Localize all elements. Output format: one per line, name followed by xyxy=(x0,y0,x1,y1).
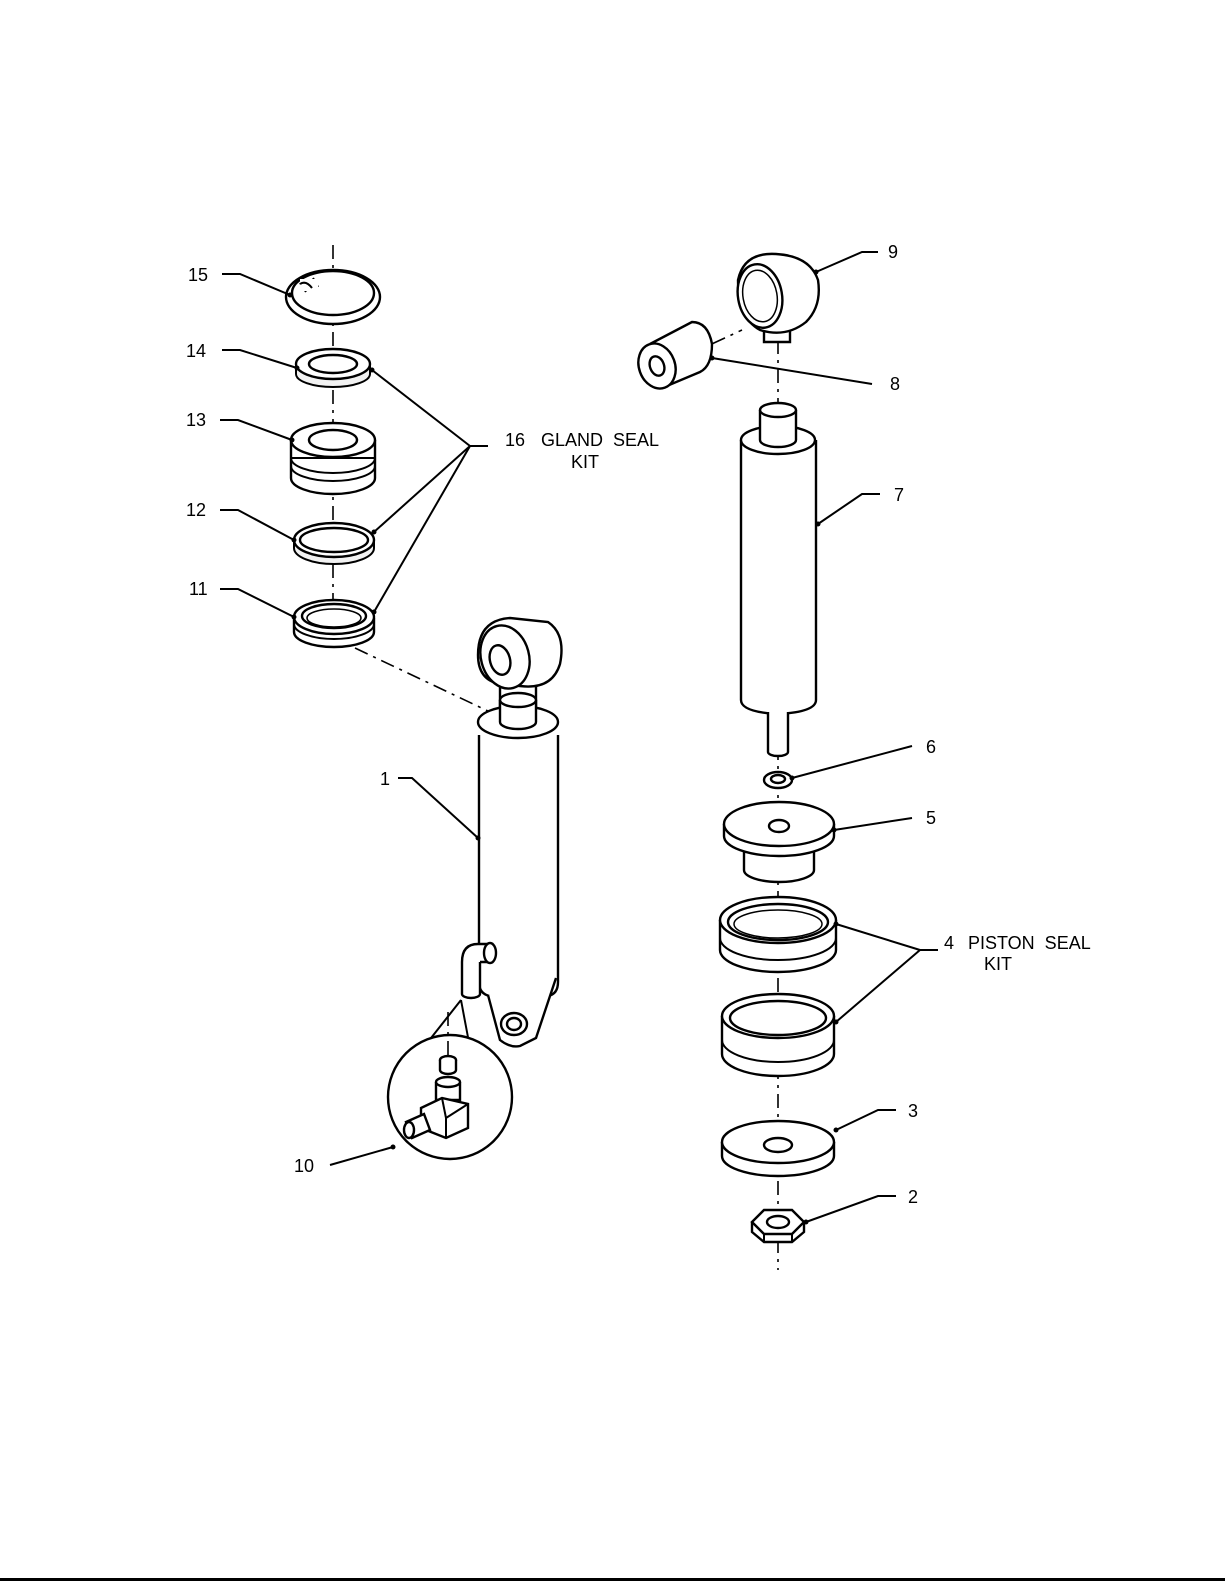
leader-lines xyxy=(220,252,938,1225)
callout-5: 5 xyxy=(926,808,936,828)
part-8-bushing xyxy=(632,322,742,394)
callout-1: 1 xyxy=(380,769,390,789)
part-6-small-seal xyxy=(764,772,792,788)
part-14-wiper-seal xyxy=(296,349,370,387)
callout-14: 14 xyxy=(186,341,206,361)
part-7-piston-rod xyxy=(741,403,816,756)
callout-11: 11 xyxy=(189,579,208,599)
callout-10: 10 xyxy=(294,1156,314,1176)
callout-3: 3 xyxy=(908,1101,918,1121)
gland-seal-kit-line1: GLAND SEAL xyxy=(541,430,659,450)
piston-seal-kit-line2: KIT xyxy=(984,954,1012,974)
callout-9: 9 xyxy=(888,242,898,262)
part-15-snap-ring xyxy=(286,270,380,324)
part-10-fitting-detail xyxy=(388,1000,512,1159)
callout-8: 8 xyxy=(890,374,900,394)
callout-6: 6 xyxy=(926,737,936,757)
part-4-piston-seal-upper xyxy=(720,897,836,972)
gland-seal-kit-line2: KIT xyxy=(571,452,599,472)
part-9-rod-eye xyxy=(733,254,819,342)
callout-13: 13 xyxy=(186,410,206,430)
part-3-washer xyxy=(722,1121,834,1176)
part-5-piston xyxy=(724,802,834,882)
callout-4: 4 xyxy=(944,933,954,953)
part-12-seal-ring xyxy=(294,523,374,564)
part-2-hex-nut xyxy=(752,1210,804,1242)
part-13-gland xyxy=(291,423,375,494)
part-11-backup-ring xyxy=(294,600,374,647)
callout-7: 7 xyxy=(894,485,904,505)
part-4-piston-seal-lower xyxy=(722,994,834,1076)
callout-15: 15 xyxy=(188,265,208,285)
part-1-cylinder-assembly xyxy=(462,618,562,1046)
gland-to-rod-axis xyxy=(355,648,490,712)
callout-16: 16 xyxy=(505,430,525,450)
callout-12: 12 xyxy=(186,500,206,520)
callout-2: 2 xyxy=(908,1187,918,1207)
piston-seal-kit-line1: PISTON SEAL xyxy=(968,933,1091,953)
bottom-border xyxy=(0,1578,1225,1581)
